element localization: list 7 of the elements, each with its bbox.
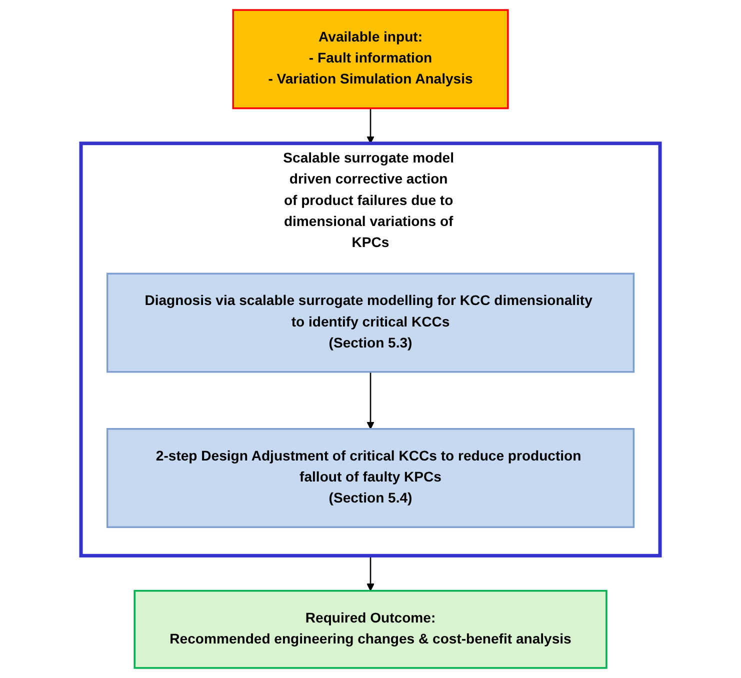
arrow (366, 372, 374, 430)
arrow (366, 108, 374, 144)
node-box: Available input: - Fault information - Variation Simulation Analysis (232, 9, 509, 110)
node-box: Diagnosis via scalable surrogate modelling for KCC dimensionality to identify critical KCCs (Section 5.3) (106, 272, 635, 373)
node-box: Required Outcome: Recommended engineering changes & cost-benefit analysis (134, 590, 608, 669)
node-box: 2-step Design Adjustment of critical KCCs to reduce production fallout of faulty KPCs (Section 5.4) (106, 428, 635, 528)
arrow (366, 556, 374, 592)
